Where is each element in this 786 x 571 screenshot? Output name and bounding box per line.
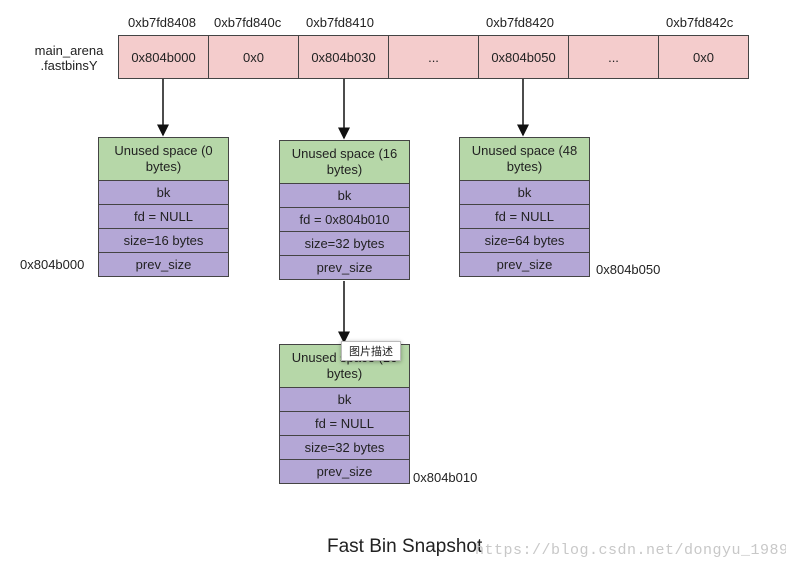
chunk-size: size=32 bytes: [280, 435, 409, 459]
address-label: 0xb7fd840c: [214, 15, 282, 30]
chunk-box: Unused space (0 bytes) bk fd = NULL size…: [98, 137, 229, 277]
fastbin-cell: 0x804b030: [298, 35, 389, 79]
fastbin-cell: ...: [568, 35, 659, 79]
chunk-bk: bk: [280, 183, 409, 207]
fastbin-cell: ...: [388, 35, 479, 79]
chunk-address: 0x804b010: [413, 470, 478, 485]
watermark: https://blog.csdn.net/dongyu_1989: [475, 542, 786, 559]
address-label: 0xb7fd842c: [666, 15, 734, 30]
fastbin-cell: 0x0: [658, 35, 749, 79]
chunk-box: Unused space (16 bytes) bk fd = NULL siz…: [279, 344, 410, 484]
chunk-fd: fd = NULL: [99, 204, 228, 228]
chunk-prev-size: prev_size: [280, 255, 409, 279]
chunk-size: size=32 bytes: [280, 231, 409, 255]
image-description-tooltip: 图片描述: [341, 341, 401, 361]
chunk-bk: bk: [99, 180, 228, 204]
address-label: 0xb7fd8408: [128, 15, 196, 30]
arena-label-line1: main_arena: [34, 43, 104, 58]
address-label: 0xb7fd8420: [486, 15, 554, 30]
chunk-box: Unused space (16 bytes) bk fd = 0x804b01…: [279, 140, 410, 280]
chunk-address: 0x804b000: [20, 257, 85, 272]
arena-label: main_arena .fastbinsY: [30, 43, 108, 73]
diagram-title: Fast Bin Snapshot: [327, 536, 483, 557]
fastbin-cell: 0x0: [208, 35, 299, 79]
chunk-fd: fd = NULL: [460, 204, 589, 228]
chunk-prev-size: prev_size: [280, 459, 409, 483]
chunk-bk: bk: [280, 387, 409, 411]
chunk-unused-space: Unused space (48 bytes): [460, 138, 589, 180]
chunk-prev-size: prev_size: [460, 252, 589, 276]
chunk-fd: fd = NULL: [280, 411, 409, 435]
arena-label-line2: .fastbinsY: [40, 58, 98, 73]
chunk-unused-space: Unused space (0 bytes): [99, 138, 228, 180]
chunk-address: 0x804b050: [596, 262, 661, 277]
fastbin-cell: 0x804b000: [118, 35, 209, 79]
chunk-size: size=16 bytes: [99, 228, 228, 252]
chunk-size: size=64 bytes: [460, 228, 589, 252]
chunk-prev-size: prev_size: [99, 252, 228, 276]
chunk-box: Unused space (48 bytes) bk fd = NULL siz…: [459, 137, 590, 277]
chunk-unused-space: Unused space (16 bytes): [280, 141, 409, 183]
address-label: 0xb7fd8410: [306, 15, 374, 30]
chunk-bk: bk: [460, 180, 589, 204]
chunk-fd: fd = 0x804b010: [280, 207, 409, 231]
